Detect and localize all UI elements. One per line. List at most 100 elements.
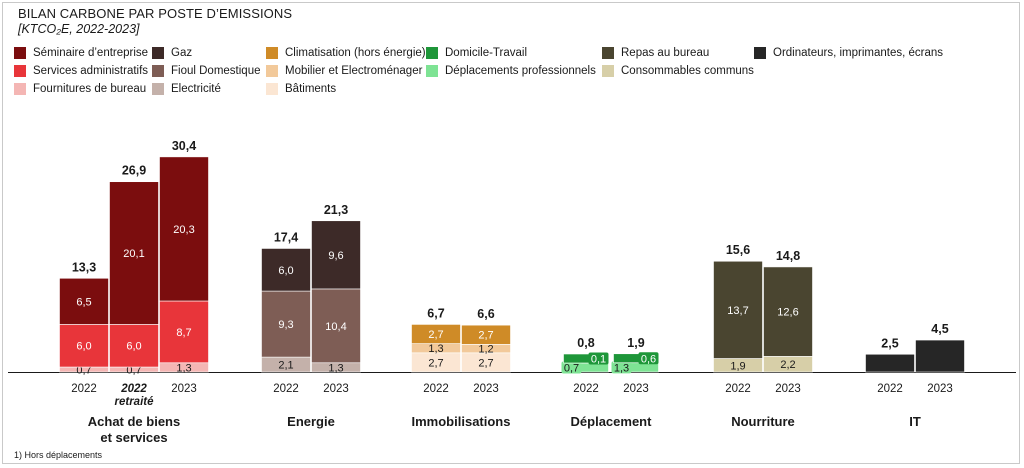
bar-segment [763, 266, 813, 357]
segment-label: 2,7 [478, 357, 493, 369]
tick-label: 2022 [877, 383, 903, 395]
legend-label: Bâtiments [285, 83, 337, 95]
bar-segment [411, 324, 461, 344]
bar-total-label: 30,4 [172, 139, 196, 153]
legend-label: Mobilier et Electroménager [285, 65, 423, 77]
legend-label: Domicile-Travail [445, 47, 527, 59]
bar-total-label: 4,5 [931, 322, 948, 336]
segment-label: 12,6 [777, 307, 798, 319]
legend-item: Domicile-Travail [426, 45, 527, 61]
chart-title: BILAN CARBONE PAR POSTE D’EMISSIONS [18, 6, 293, 21]
legend-swatch [14, 83, 26, 95]
bar-total-label: 1,9 [627, 336, 644, 350]
category-label: et services [100, 430, 167, 445]
legend-swatch [266, 83, 278, 95]
legend-swatch [14, 65, 26, 77]
legend-swatch [426, 65, 438, 77]
bar-segment [865, 353, 915, 373]
legend-swatch [754, 47, 766, 59]
bar-segment [713, 260, 763, 359]
category-label: Energie [287, 414, 335, 429]
segment-label: 0,7 [76, 365, 91, 377]
segment-label: 2,7 [478, 330, 493, 342]
segment-label-bg [611, 361, 632, 374]
segment-label: 9,6 [328, 250, 343, 262]
tick-label: 2023 [927, 383, 953, 395]
segment-label: 1,3 [428, 343, 443, 355]
legend-item: Gaz [152, 45, 192, 61]
segment-label: 0,7 [564, 363, 579, 375]
tick-label: 2023 [323, 383, 349, 395]
segment-label: 6,0 [278, 265, 293, 277]
legend-label: Déplacements professionnels [445, 65, 596, 77]
legend-swatch [14, 47, 26, 59]
segment-label: 2,2 [780, 359, 795, 371]
legend-label: Services administratifs [33, 65, 149, 77]
bar-segment [311, 220, 361, 290]
category-label: IT [909, 414, 921, 429]
tick-label: 2023 [473, 383, 499, 395]
legend-label: Climatisation (hors énergie) [285, 47, 426, 59]
legend-swatch [266, 47, 278, 59]
bar-segment [159, 300, 209, 364]
legend-swatch [426, 47, 438, 59]
tick-label: 2022 [71, 383, 97, 395]
legend-label: Repas au bureau [621, 47, 710, 59]
legend-label: Electricité [171, 83, 221, 95]
legend-swatch [152, 83, 164, 95]
segment-label: 6,5 [76, 296, 91, 308]
legend-item: Electricité [152, 81, 221, 97]
legend-label: Fioul Domestique [171, 65, 261, 77]
tick-label: 2022 [573, 383, 599, 395]
footnote: 1) Hors déplacements [14, 450, 103, 460]
segment-label: 10,4 [325, 321, 346, 333]
bar-segment [261, 248, 311, 292]
legend-swatch [266, 65, 278, 77]
legend-label: Gaz [171, 47, 193, 59]
bar-segment [109, 181, 159, 325]
segment-label: 6,0 [76, 341, 91, 353]
bar-segment [59, 277, 109, 325]
tick-label: 2022 [725, 383, 751, 395]
segment-label: 0,1 [591, 354, 606, 366]
segment-label: 20,1 [123, 248, 144, 260]
legend-label: Consommables communs [621, 65, 754, 77]
bar-total-label: 6,7 [427, 306, 444, 320]
segment-label-bg [638, 352, 659, 365]
bar-total-label: 0,8 [577, 336, 594, 350]
category-label: Déplacement [571, 414, 653, 429]
bar-total-label: 2,5 [881, 336, 898, 350]
legend-label: Ordinateurs, imprimantes, écrans [773, 47, 944, 59]
segment-label: 0,6 [641, 353, 656, 365]
legend-item: Ordinateurs, imprimantes, écrans [754, 45, 943, 61]
legend-item: Services administratifs [14, 63, 148, 79]
category-label: Nourriture [731, 414, 795, 429]
bar-segment [59, 324, 109, 368]
segment-label: 9,3 [278, 319, 293, 331]
bar-segment [159, 156, 209, 302]
bar-total-label: 17,4 [274, 230, 298, 244]
category-label: Immobilisations [412, 414, 511, 429]
legend-item: Consommables communs [602, 63, 754, 79]
legend-swatch [152, 47, 164, 59]
segment-label: 1,9 [730, 360, 745, 372]
category-label: Achat de biens [88, 414, 180, 429]
legend-item: Fioul Domestique [152, 63, 260, 79]
segment-label: 0,7 [126, 365, 141, 377]
segment-label: 2,1 [278, 360, 293, 372]
legend-item: Climatisation (hors énergie) [266, 45, 426, 61]
segment-label: 1,3 [176, 362, 191, 374]
segment-label: 13,7 [727, 305, 748, 317]
legend-item: Déplacements professionnels [426, 63, 596, 79]
bar-segment [261, 290, 311, 358]
tick-label: 2022 [120, 383, 147, 395]
tick-label: 2023 [623, 383, 649, 395]
segment-label: 8,7 [176, 327, 191, 339]
bar-segment [311, 288, 361, 364]
tick-label: 2023 [171, 383, 197, 395]
bar-total-label: 6,6 [477, 307, 494, 321]
tick-label: 2023 [775, 383, 801, 395]
